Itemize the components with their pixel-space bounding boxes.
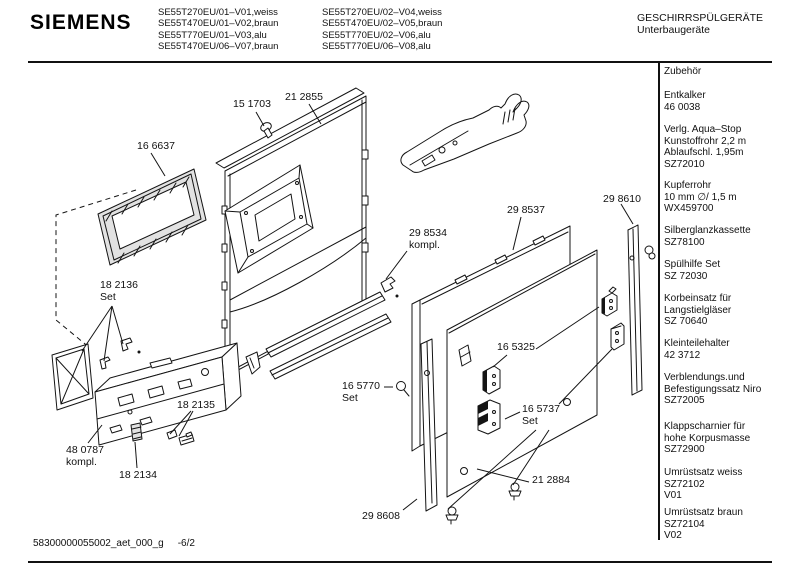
- part-label-16-5325: 16 5325: [497, 341, 535, 353]
- accessory-spuelhilfe: Spülhilfe Set SZ 72030: [664, 259, 721, 282]
- part-side-strip-29-8608: [420, 338, 438, 512]
- accessory-kupferrohr: Kupferrohr 10 mm ∅/ 1,5 m WX459700: [664, 180, 737, 214]
- part-label-21-2884: 21 2884: [532, 474, 570, 486]
- part-hinge-clip-16-5325: [482, 286, 618, 395]
- header-divider: [28, 61, 772, 63]
- part-label-16-6637: 16 6637: [137, 140, 175, 152]
- part-latch-29-8534: [380, 276, 399, 298]
- part-control-module-48-0787: [51, 342, 242, 446]
- model-list-col1: SE55T270EU/01–V01,weiss SE55T470EU/01–V0…: [158, 7, 279, 52]
- part-label-21-2855: 21 2855: [285, 91, 323, 103]
- accessory-klappscharnier: Klappscharnier für hohe Korpusmasse SZ72…: [664, 421, 751, 455]
- part-label-16-5770: 16 5770 Set: [342, 380, 380, 404]
- sidebar-heading: Zubehör: [664, 66, 702, 77]
- screw-15-1703: [260, 122, 273, 139]
- part-grille-18-2134: [130, 422, 143, 442]
- part-clips-18-2136: [99, 337, 141, 370]
- part-label-18-2135: 18 2135: [177, 399, 215, 411]
- part-decor-panel-21-2884: [446, 249, 598, 498]
- part-label-16-5737: 16 5737 Set: [522, 403, 560, 427]
- document-footer: 58300000055002_aet_000_g -6/2: [33, 538, 209, 549]
- part-label-48-0787: 48 0787 kompl.: [66, 444, 104, 468]
- part-label-29-8537: 29 8537: [507, 204, 545, 216]
- accessory-umruestsatz-weiss: Umrüstsatz weiss SZ72102 V01: [664, 467, 743, 501]
- construction-lines: [55, 189, 137, 349]
- part-hinge-clip-16-5737: [477, 322, 625, 435]
- model-list-col2: SE55T270EU/02–V04,weiss SE55T470EU/02–V0…: [322, 7, 443, 52]
- part-door-handle-recess: [224, 164, 314, 274]
- part-door-base-strips: [245, 291, 392, 380]
- part-window-frame-16-6637: [97, 168, 207, 266]
- accessory-umruestsatz-braun: Umrüstsatz braun SZ72104 V02: [664, 507, 743, 541]
- rivet-16-5770: [396, 381, 410, 397]
- part-label-18-2136: 18 2136 Set: [100, 279, 138, 303]
- appliance-category: GESCHIRRSPÜLGERÄTE Unterbaugeräte: [637, 12, 764, 36]
- sidebar-divider: [658, 63, 660, 540]
- part-clips-18-2135: [166, 429, 195, 446]
- brand-logo: SIEMENS: [30, 11, 132, 34]
- part-label-15-1703: 15 1703: [233, 98, 271, 110]
- part-label-29-8534: 29 8534 kompl.: [409, 227, 447, 251]
- accessory-aquastop: Verlg. Aqua–Stop Kunstoffrohr 2,2 m Abla…: [664, 124, 747, 170]
- part-label-29-8608: 29 8608: [362, 510, 400, 522]
- document-id: 58300000055002_aet_000_g: [33, 538, 164, 549]
- accessory-silberglanz: Silberglanzkassette SZ78100: [664, 225, 751, 248]
- accessory-korbeinsatz: Korbeinsatz für Langstielgläser SZ 70640: [664, 293, 732, 327]
- accessory-entkalker: Entkalker 46 0038: [664, 90, 706, 113]
- part-hinge-arm: [400, 93, 530, 173]
- part-label-29-8610: 29 8610: [603, 193, 641, 205]
- accessory-kleinteilehalter: Kleinteilehalter 42 3712: [664, 338, 730, 361]
- part-side-strip-29-8610: [627, 224, 656, 396]
- leader-lines: [81, 103, 634, 511]
- rivet-set-16-5737: [445, 482, 522, 525]
- part-label-18-2134: 18 2134: [119, 469, 157, 481]
- accessory-verblendung: Verblendungs.und Befestigungssatz Niro S…: [664, 372, 762, 406]
- footer-divider: [28, 561, 772, 563]
- page-number: -6/2: [177, 538, 195, 549]
